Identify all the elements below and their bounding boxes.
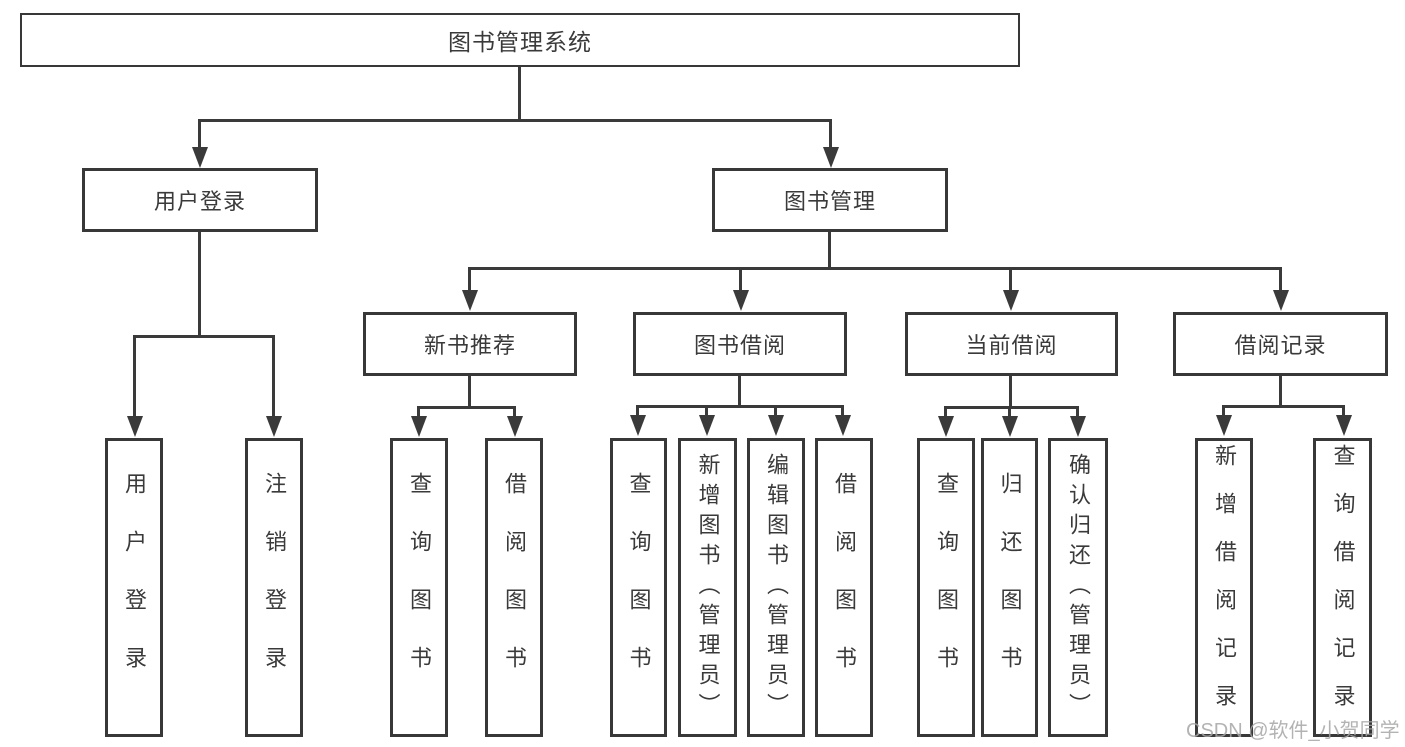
arrow-down-icon [1216,415,1232,436]
arrow-down-icon [768,415,784,436]
node-borrow-records-label: 借阅记录 [1234,333,1327,358]
connector-line [841,405,844,417]
node-borrow-records: 借阅记录 [1173,312,1388,376]
node-library-system-label: 图书管理系统 [448,29,592,55]
arrow-down-icon [630,415,646,436]
leaf-logout-login: 注销登录 [245,438,303,737]
leaf-query-books-current-label: 查询图书 [934,471,959,704]
leaf-borrow-books: 借阅图书 [815,438,873,737]
arrow-down-icon [462,290,478,311]
arrow-down-icon [1336,415,1352,436]
connector-line [1279,376,1282,406]
connector-line [739,267,742,293]
leaf-add-books-admin: 新增图书（管理员） [678,438,737,737]
leaf-borrow-books-label: 借阅图书 [832,471,857,704]
leaf-query-books-current: 查询图书 [917,438,975,737]
node-library-system: 图书管理系统 [20,13,1020,67]
leaf-logout-login-label: 注销登录 [262,471,287,704]
arrow-down-icon [127,416,143,437]
leaf-confirm-return-admin: 确认归还（管理员） [1048,438,1108,737]
arrow-down-icon [1273,290,1289,311]
arrow-down-icon [699,415,715,436]
leaf-query-books-borrow-label: 查询图书 [626,471,652,704]
connector-line [133,335,136,420]
leaf-edit-books-admin: 编辑图书（管理员） [747,438,805,737]
leaf-query-books-borrow: 查询图书 [610,438,667,737]
arrow-down-icon [507,416,523,437]
arrow-down-icon [1003,290,1019,311]
connector-line [468,267,1282,270]
leaf-query-borrow-record-label: 查询借阅记录 [1330,443,1356,732]
leaf-return-books-label: 归还图书 [997,471,1023,704]
leaf-borrow-books-recommend-label: 借阅图书 [502,471,527,704]
connector-line [828,232,831,268]
connector-line [1222,405,1345,408]
connector-line [272,335,275,420]
arrow-down-icon [266,416,282,437]
leaf-add-borrow-record: 新增借阅记录 [1195,438,1253,737]
connector-line [774,405,777,417]
arrow-down-icon [733,290,749,311]
node-new-book-recommend: 新书推荐 [363,312,577,376]
arrow-down-icon [835,415,851,436]
node-current-borrow: 当前借阅 [905,312,1118,376]
connector-line [198,119,832,122]
connector-line [518,67,521,120]
connector-line [513,406,516,418]
connector-line [636,405,639,417]
leaf-user-login-label: 用户登录 [122,471,147,704]
connector-line [417,406,516,409]
leaf-confirm-return-admin-label: 确认归还（管理员） [1066,452,1091,723]
connector-line [1008,406,1011,418]
connector-line [468,267,471,293]
watermark: CSDN @软件_小贺同学 [1186,720,1400,742]
arrow-down-icon [823,147,839,168]
arrow-down-icon [938,416,954,437]
leaf-add-borrow-record-label: 新增借阅记录 [1212,443,1237,732]
leaf-return-books: 归还图书 [981,438,1038,737]
node-book-management: 图书管理 [712,168,948,232]
leaf-query-borrow-record: 查询借阅记录 [1313,438,1372,737]
connector-line [829,119,832,151]
connector-line [944,406,947,418]
connector-line [1222,405,1225,417]
arrow-down-icon [1002,416,1018,437]
connector-line [198,232,201,335]
connector-line [944,406,1079,409]
node-current-borrow-label: 当前借阅 [965,333,1058,358]
connector-line [1342,405,1345,417]
arrow-down-icon [192,147,208,168]
node-book-borrow-label: 图书借阅 [693,333,786,358]
arrow-down-icon [411,416,427,437]
node-user-login: 用户登录 [82,168,318,232]
connector-line [133,335,275,338]
connector-line [636,405,844,408]
node-book-borrow: 图书借阅 [633,312,847,376]
connector-line [417,406,420,418]
arrow-down-icon [1070,416,1086,437]
connector-line [1076,406,1079,418]
node-user-login-label: 用户登录 [153,189,246,214]
connector-line [468,376,471,407]
leaf-user-login: 用户登录 [105,438,163,737]
leaf-query-books-recommend: 查询图书 [390,438,448,737]
leaf-add-books-admin-label: 新增图书（管理员） [695,452,721,723]
leaf-borrow-books-recommend: 借阅图书 [485,438,543,737]
connector-line [198,119,201,151]
connector-line [738,376,741,406]
connector-line [705,405,708,417]
connector-line [1279,267,1282,293]
node-new-book-recommend-label: 新书推荐 [423,333,516,358]
node-book-management-label: 图书管理 [783,189,876,214]
connector-line [1009,376,1012,407]
connector-line [1009,267,1012,293]
leaf-query-books-recommend-label: 查询图书 [407,471,432,704]
leaf-edit-books-admin-label: 编辑图书（管理员） [764,452,789,723]
